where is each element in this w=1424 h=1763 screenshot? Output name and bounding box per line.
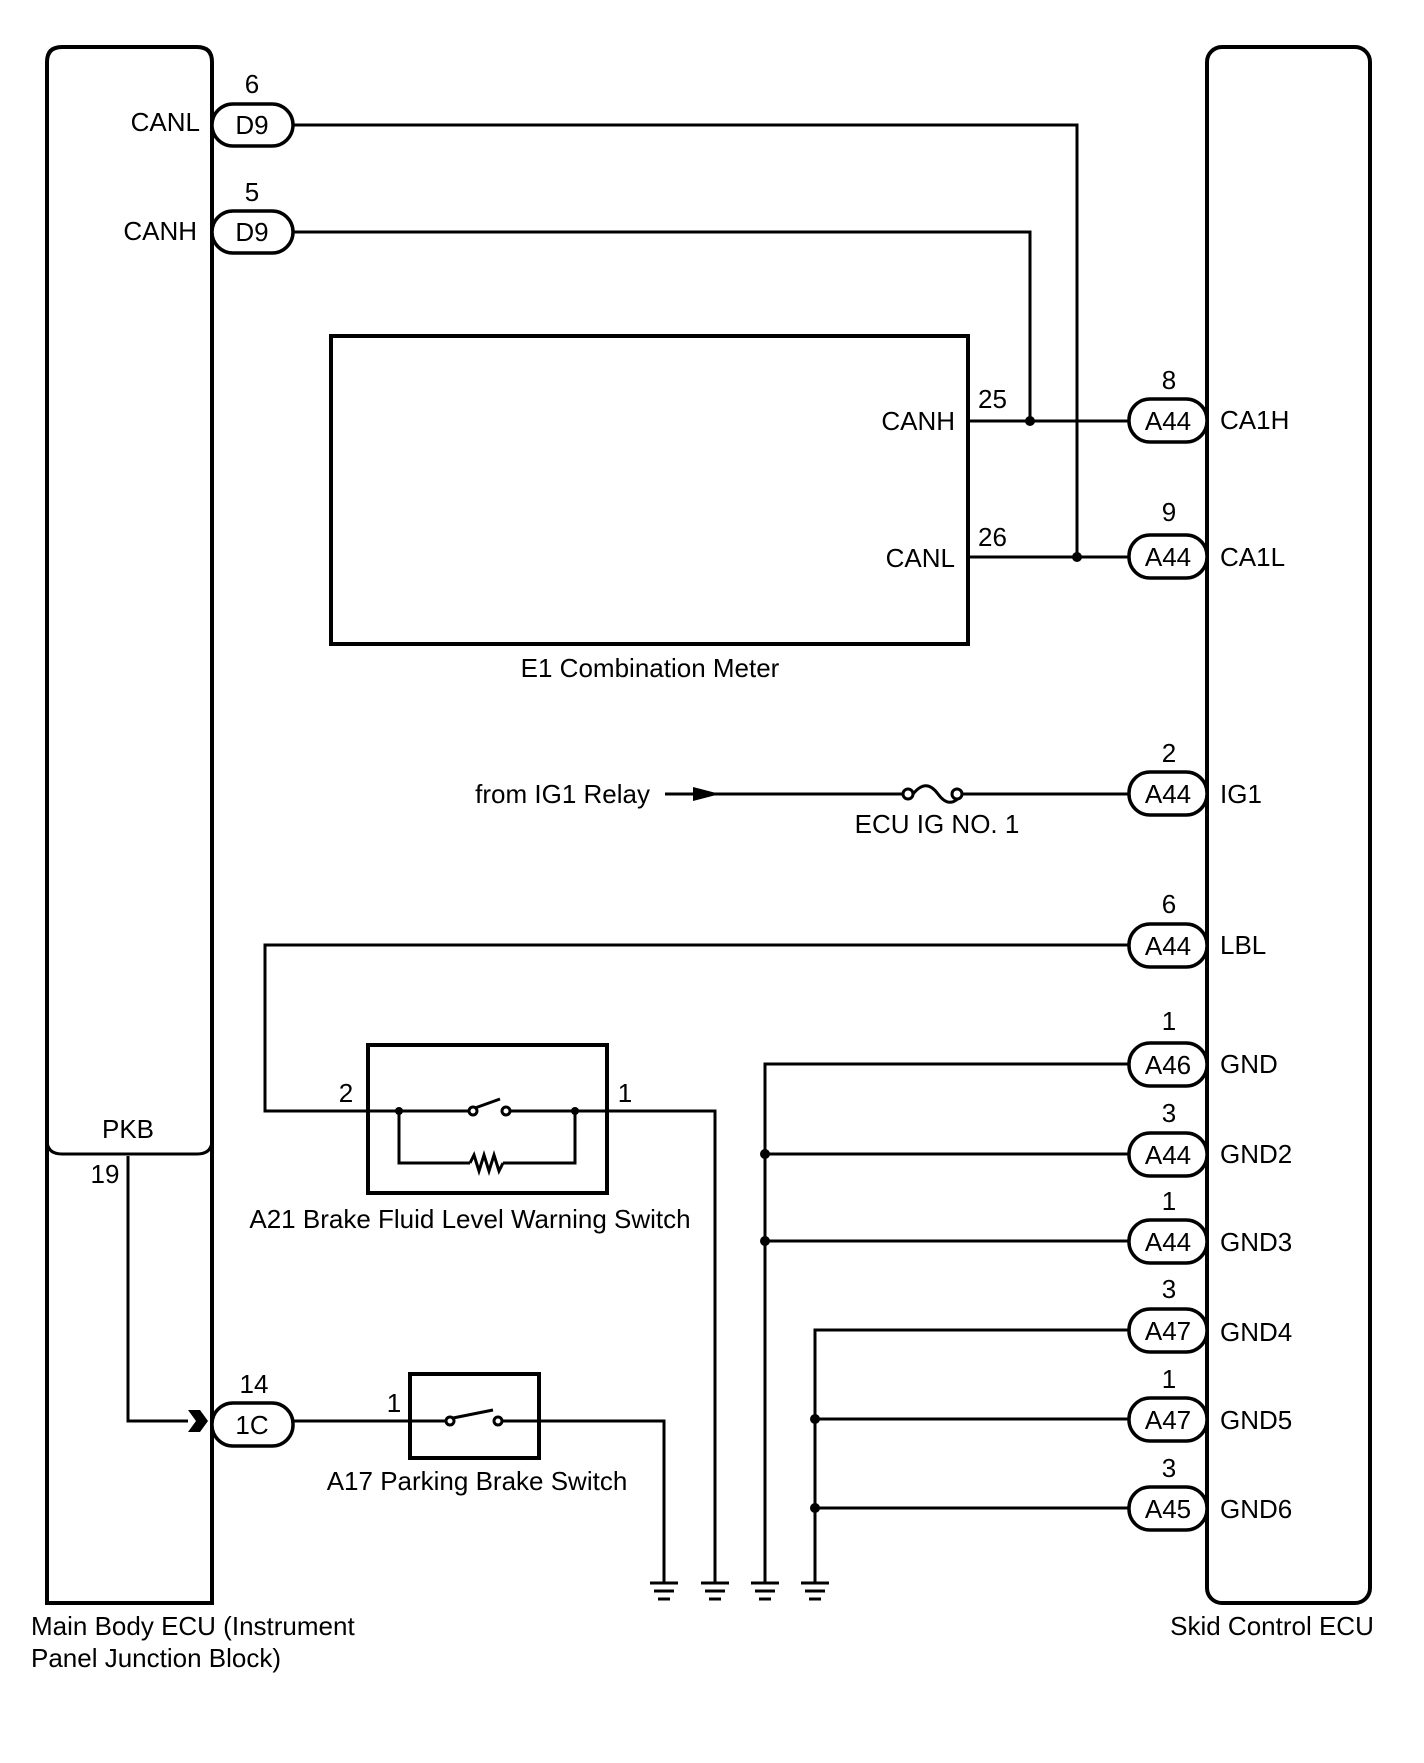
terminal-connector: A47 — [1145, 1316, 1191, 1346]
connector-1c: 14 1C — [210, 1369, 295, 1448]
connector-d9-canh: 5 D9 — [210, 177, 295, 255]
terminal-pin: 8 — [1162, 365, 1176, 395]
terminal-name: CA1L — [1220, 542, 1285, 572]
skid-ecu-label: Skid Control ECU — [1170, 1611, 1374, 1641]
ground-icon — [801, 1581, 829, 1601]
connector-label: D9 — [235, 110, 268, 140]
connector-d9-canl: 6 D9 — [210, 69, 295, 148]
switch-pin-left: 2 — [339, 1078, 353, 1108]
main-ecu-pkb-label: PKB — [102, 1114, 154, 1144]
terminal-name: GND3 — [1220, 1227, 1292, 1257]
ground-icon — [751, 1581, 779, 1601]
connector-pin: 14 — [240, 1369, 269, 1399]
terminal-connector: A44 — [1145, 1227, 1191, 1257]
fuse-icon — [901, 787, 915, 801]
terminal-name: GND6 — [1220, 1494, 1292, 1524]
switch-contact-icon — [492, 1415, 504, 1427]
meter-canh-pin: 25 — [978, 384, 1007, 414]
junction-dot — [760, 1149, 770, 1159]
can-wiring — [293, 123, 1129, 562]
terminal-pin: 1 — [1162, 1006, 1176, 1036]
parking-brake-switch: 1 A17 Parking Brake Switch — [126, 1156, 666, 1583]
arrow-right-icon — [693, 787, 720, 801]
switch-pin-right: 1 — [618, 1078, 632, 1108]
terminal-connector: A44 — [1145, 542, 1191, 572]
connector-pin: 5 — [245, 177, 259, 207]
terminal-name: GND4 — [1220, 1317, 1292, 1347]
connector-label: D9 — [235, 217, 268, 247]
ground-icon — [650, 1581, 678, 1601]
meter-label: E1 Combination Meter — [521, 653, 780, 683]
terminal-connector: A44 — [1145, 406, 1191, 436]
brake-fluid-switch-label: A21 Brake Fluid Level Warning Switch — [249, 1204, 690, 1234]
ground-icon — [701, 1581, 729, 1601]
terminal-connector: A46 — [1145, 1050, 1191, 1080]
terminal-name: GND — [1220, 1049, 1278, 1079]
switch-contact-icon — [500, 1105, 512, 1117]
meter-canl-pin: 26 — [978, 522, 1007, 552]
terminal-pin: 2 — [1162, 738, 1176, 768]
terminal-connector: A47 — [1145, 1405, 1191, 1435]
skid-ecu-terminals: 8 A44 CA1H 9 A44 CA1L 2 A44 IG1 6 A44 LB… — [1127, 365, 1292, 1532]
terminal-pin: 3 — [1162, 1453, 1176, 1483]
connector-arrow-icon — [188, 1410, 208, 1432]
junction-dot — [1025, 416, 1035, 426]
main-ecu-canl-label: CANL — [131, 107, 200, 137]
terminal-connector: A44 — [1145, 1140, 1191, 1170]
main-ecu-canh-label: CANH — [123, 216, 197, 246]
main-ecu-pkb-pin: 19 — [91, 1159, 120, 1189]
terminal-pin: 1 — [1162, 1186, 1176, 1216]
connector-pin: 6 — [245, 69, 259, 99]
terminal-name: IG1 — [1220, 779, 1262, 809]
terminal-connector: A44 — [1145, 931, 1191, 961]
terminal-connector: A45 — [1145, 1494, 1191, 1524]
fuse-icon — [950, 787, 964, 801]
junction-dot — [760, 1236, 770, 1246]
ig1-feed: from IG1 Relay ECU IG NO. 1 — [475, 779, 1129, 839]
terminal-pin: 6 — [1162, 889, 1176, 919]
switch-contact-icon — [444, 1415, 456, 1427]
meter-canh-label: CANH — [881, 406, 955, 436]
meter-canl-label: CANL — [886, 543, 955, 573]
main-body-ecu: CANL CANH PKB 19 Main Body ECU (Instrume… — [31, 45, 355, 1673]
terminal-pin: 9 — [1162, 497, 1176, 527]
combination-meter: CANH CANL 25 26 E1 Combination Meter — [329, 334, 1007, 683]
ground-symbols — [650, 1581, 829, 1601]
skid-control-ecu: Skid Control ECU — [1170, 45, 1374, 1641]
fuse-label: ECU IG NO. 1 — [855, 809, 1020, 839]
parking-switch-pin: 1 — [387, 1388, 401, 1418]
terminal-name: GND5 — [1220, 1405, 1292, 1435]
terminal-connector: A44 — [1145, 779, 1191, 809]
connector-label: 1C — [235, 1410, 268, 1440]
ig1-relay-label: from IG1 Relay — [475, 779, 650, 809]
ground-wiring — [760, 1062, 1129, 1583]
terminal-pin: 3 — [1162, 1098, 1176, 1128]
brake-fluid-level-switch: 2 1 A21 Brake Fluid Level Warning Switch — [249, 943, 1129, 1583]
resistor-icon — [468, 1149, 505, 1177]
main-ecu-label-line2: Panel Junction Block) — [31, 1643, 281, 1673]
terminal-name: GND2 — [1220, 1139, 1292, 1169]
terminal-name: CA1H — [1220, 405, 1289, 435]
parking-brake-switch-label: A17 Parking Brake Switch — [327, 1466, 628, 1496]
main-ecu-label-line1: Main Body ECU (Instrument — [31, 1611, 355, 1641]
switch-contact-icon — [467, 1105, 479, 1117]
junction-dot — [810, 1414, 820, 1424]
terminal-pin: 3 — [1162, 1274, 1176, 1304]
terminal-name: LBL — [1220, 930, 1266, 960]
junction-dot — [1072, 552, 1082, 562]
junction-dot — [810, 1503, 820, 1513]
terminal-pin: 1 — [1162, 1364, 1176, 1394]
